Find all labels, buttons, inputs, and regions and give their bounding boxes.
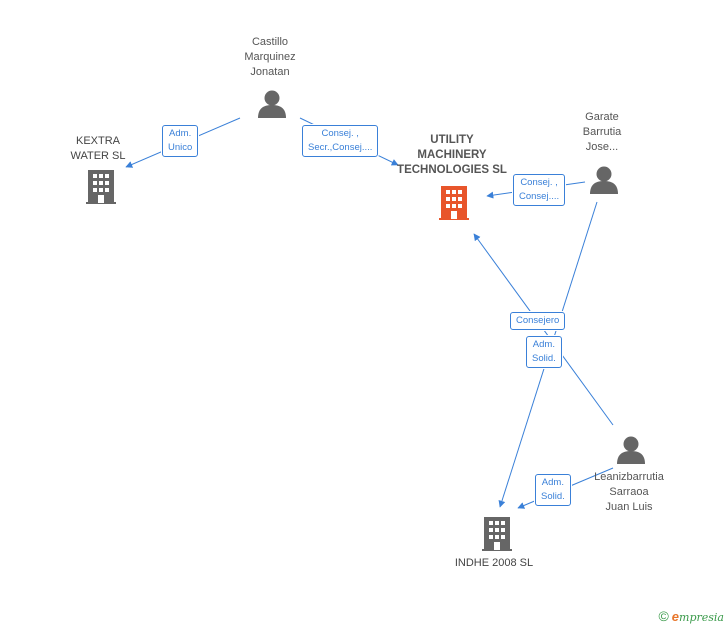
- edge-label-line: Secr.,Consej....: [308, 142, 373, 153]
- building-icon-utility[interactable]: [439, 186, 469, 220]
- brand-name: mpresia: [679, 610, 724, 624]
- node-label-line: Leanizbarrutia: [594, 471, 664, 483]
- edge-label-line: Consej....: [519, 191, 560, 202]
- person-icon-castillo[interactable]: [258, 90, 286, 119]
- person-icon-leanizbarrutia[interactable]: [617, 436, 645, 465]
- node-label-line: KEXTRA: [75, 135, 120, 147]
- node-label-line: Barrutia: [582, 126, 622, 138]
- node-label-line: WATER SL: [70, 150, 126, 162]
- edge-label-line: Adm.: [541, 477, 564, 488]
- building-icon-kextra[interactable]: [86, 170, 116, 204]
- edge-label-line: Consejero: [516, 315, 560, 326]
- footer-branding: © empresia: [658, 608, 724, 624]
- edge-label-line: Consej. ,: [321, 128, 359, 139]
- node-label-leanizbarrutia[interactable]: Leanizbarrutia Sarraoa Juan Luis: [582, 470, 676, 515]
- edge-label-line: Consej. ,: [520, 177, 558, 188]
- building-icon-indhe[interactable]: [482, 517, 512, 551]
- edge-label-lean-indhe[interactable]: Adm. Solid.: [535, 474, 571, 506]
- edge-label-line: Adm.: [169, 128, 192, 139]
- brand-initial: e: [671, 608, 680, 624]
- node-label-line: Juan Luis: [605, 501, 653, 513]
- edge-label-line: Unico: [168, 142, 193, 153]
- edge-label-garate-indhe[interactable]: Adm. Solid.: [526, 336, 562, 368]
- brand-logo: empresia: [672, 609, 724, 624]
- node-label-line: Sarraoa: [609, 486, 649, 498]
- node-label-kextra[interactable]: KEXTRA WATER SL: [58, 134, 138, 164]
- node-label-line: Marquinez: [244, 51, 296, 63]
- copyright-icon: ©: [658, 608, 669, 624]
- edge-label-line: Solid.: [532, 353, 556, 364]
- node-label-castillo[interactable]: Castillo Marquinez Jonatan: [230, 35, 310, 80]
- node-label-line: UTILITY: [430, 134, 474, 146]
- node-label-line: TECHNOLOGIES SL: [397, 164, 507, 176]
- node-label-line: INDHE 2008 SL: [454, 557, 534, 569]
- edge-label-line: Solid.: [541, 491, 565, 502]
- edge-label-castillo-utility[interactable]: Consej. , Secr.,Consej....: [302, 125, 379, 157]
- node-label-line: Castillo: [251, 36, 289, 48]
- node-label-line: Garate: [585, 111, 619, 123]
- node-label-indhe[interactable]: INDHE 2008 SL: [444, 556, 544, 571]
- node-label-garate[interactable]: Garate Barrutia Jose...: [562, 110, 642, 155]
- person-icon-garate[interactable]: [590, 166, 618, 195]
- node-label-line: Jonatan: [250, 66, 290, 78]
- edge-label-castillo-kextra[interactable]: Adm. Unico: [162, 125, 199, 157]
- node-label-line: MACHINERY: [417, 149, 487, 161]
- edge-label-lean-utility[interactable]: Consejero: [510, 312, 566, 330]
- edge-label-line: Adm.: [532, 339, 555, 350]
- node-label-utility[interactable]: UTILITY MACHINERY TECHNOLOGIES SL: [392, 133, 512, 178]
- edge-label-garate-utility[interactable]: Consej. , Consej....: [513, 174, 566, 206]
- node-label-line: Jose...: [585, 141, 619, 153]
